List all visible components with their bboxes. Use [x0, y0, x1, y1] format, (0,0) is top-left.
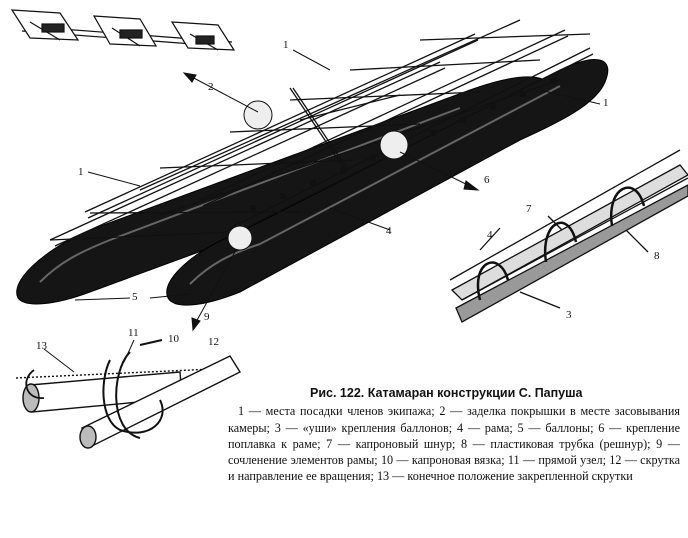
- callout-8: 8: [654, 250, 660, 262]
- frame-joint-detail: [15, 339, 242, 449]
- callout-3: 3: [566, 309, 572, 321]
- callout-10: 10: [168, 333, 180, 345]
- figure-caption: Рис. 122. Катамаран конструкции С. Папуш…: [228, 385, 680, 485]
- callout-4b: 4: [487, 229, 493, 241]
- caption-title: Рис. 122. Катамаран конструкции С. Папуш…: [310, 386, 583, 400]
- callout-12: 12: [208, 336, 219, 348]
- callouts: 1 1 1 2 4 5 6 7 4 8 3 9 11 10 12 13: [36, 39, 660, 352]
- callout-5: 5: [132, 291, 138, 303]
- attachment-detail: [449, 149, 688, 323]
- callout-4a: 4: [386, 225, 392, 237]
- callout-1a: 1: [283, 39, 289, 51]
- catamaran-main: [16, 19, 609, 306]
- callout-1b: 1: [603, 97, 609, 109]
- caption-body: 1 — места посадки членов экипажа; 2 — за…: [228, 404, 680, 484]
- callout-9: 9: [204, 311, 210, 323]
- frame: [49, 19, 594, 247]
- callout-1c: 1: [78, 166, 84, 178]
- callout-11: 11: [128, 327, 139, 339]
- callout-13: 13: [36, 340, 48, 352]
- callout-6: 6: [484, 174, 490, 186]
- hull-right: [166, 59, 609, 306]
- callout-7: 7: [526, 203, 532, 215]
- paddles-inset: [10, 9, 236, 51]
- callout-2: 2: [208, 81, 214, 93]
